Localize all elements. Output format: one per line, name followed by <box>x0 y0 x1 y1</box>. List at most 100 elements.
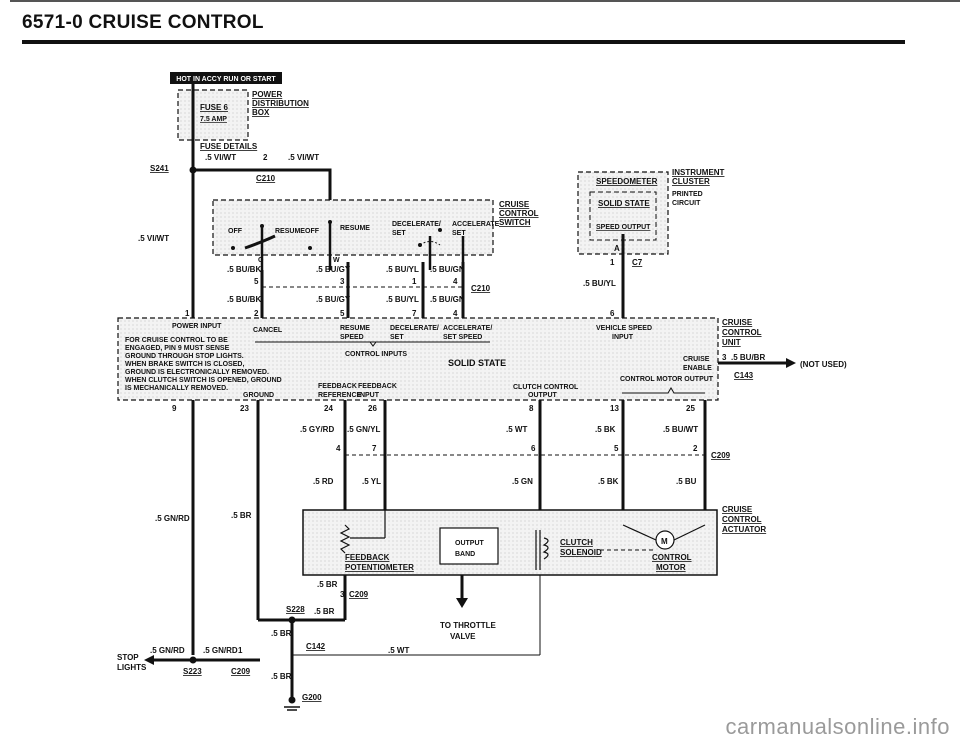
ccu-accel-set-2: SET SPEED <box>443 334 482 341</box>
wire-bu-wt-label: .5 BU/WT <box>663 425 698 434</box>
s228-label: S228 <box>286 605 305 614</box>
c209-label-mid: C209 <box>711 451 731 460</box>
stop-label-2: LIGHTS <box>117 663 147 672</box>
not-used-label: (NOT USED) <box>800 360 847 369</box>
solid-state-label: SOLID STATE <box>598 199 650 208</box>
c209-pin-6: 6 <box>531 444 536 453</box>
ccu-cancel: CANCEL <box>253 327 283 334</box>
instrument-label-2: CLUSTER <box>672 177 710 186</box>
top-border-line <box>10 0 960 2</box>
ccu-vehicle-speed-2: INPUT <box>612 334 634 341</box>
c209-label-low: C209 <box>349 590 369 599</box>
wire-to-switch <box>193 168 332 200</box>
speed-output-label: SPEED OUTPUT <box>596 224 651 231</box>
ccu-pin-9: 9 <box>172 404 177 413</box>
wire-vi-wt-2: .5 VI/WT <box>288 153 319 162</box>
wire-gy-rd-label: .5 GY/RD <box>300 425 334 434</box>
c210-label-mid: C210 <box>471 284 491 293</box>
ccu-control-inputs: CONTROL INPUTS <box>345 351 407 358</box>
clutch-label: CLUTCH <box>560 538 593 547</box>
cruise-actuator-box <box>302 509 718 576</box>
wire-bu-yl-2: .5 BU/YL <box>386 295 419 304</box>
wire-vi-wt-1: .5 VI/WT <box>205 153 236 162</box>
control-motor-label-2: MOTOR <box>656 563 686 572</box>
ccu-pin-26: 26 <box>368 404 377 413</box>
wire-gn-rd-label-2: .5 GN/RD <box>150 646 185 655</box>
switch-off-1: OFF <box>228 228 243 235</box>
wire-wt-label: .5 WT <box>506 425 527 434</box>
ccu-pin-2: 2 <box>254 309 259 318</box>
ccu-label-2: CONTROL <box>722 328 762 337</box>
switch-resume-1: RESUME <box>275 228 305 235</box>
wire-wt-label-2: .5 WT <box>388 646 409 655</box>
ccu-vehicle-speed-1: VEHICLE SPEED <box>596 325 652 332</box>
instrument-label-1: INSTRUMENT <box>672 168 725 177</box>
ccu-clutch-1: CLUTCH CONTROL <box>513 384 579 391</box>
wire-bu-gy-2: .5 BU/GY <box>316 295 351 304</box>
ccu-label-3: UNIT <box>722 338 741 347</box>
wire-br-label-3: .5 BR <box>314 607 335 616</box>
wire-gn-rd-label-1: .5 GN/RD <box>155 514 190 523</box>
ccu-note-5: GROUND IS ELECTRONICALLY REMOVED. <box>125 369 269 376</box>
s241-label: S241 <box>150 164 169 173</box>
switch-decel: DECELERATE/ <box>392 221 441 228</box>
wire-bk-label-2: .5 BK <box>598 477 619 486</box>
instrument-pin-a: A <box>614 244 620 253</box>
c209-label-stop: C209 <box>231 667 251 676</box>
c7-pin-1: 1 <box>610 258 615 267</box>
fuse-box <box>177 89 249 141</box>
switch-contact-off2 <box>308 246 312 250</box>
ccu-note-4: WHEN BRAKE SWITCH IS CLOSED, <box>125 361 244 368</box>
ccu-note-6: WHEN CLUTCH SWITCH IS OPENED, GROUND <box>125 377 282 384</box>
c210-pin-5: 5 <box>254 277 259 286</box>
wire-vi-wt-3: .5 VI/WT <box>138 234 169 243</box>
pdb-label-1: POWER <box>252 90 282 99</box>
wire-bu-br-label: .5 BU/BR <box>731 353 765 362</box>
motor-output-bracket <box>622 387 705 394</box>
fuse-details: FUSE DETAILS <box>200 142 258 151</box>
switch-set-2: SET <box>452 230 466 237</box>
wire-bu-label: .5 BU <box>676 477 697 486</box>
throttle-arrow <box>456 598 468 608</box>
switch-lever-2 <box>419 241 441 246</box>
wire-br-label-4: .5 BR <box>271 629 292 638</box>
wire-gn-label: .5 GN <box>512 477 533 486</box>
cruise-switch-box <box>212 199 494 256</box>
wire-rd-label: .5 RD <box>313 477 334 486</box>
ccu-resume-speed-2: SPEED <box>340 334 364 341</box>
stop-lights-arrow <box>144 655 154 665</box>
ccu-pin-25: 25 <box>686 404 695 413</box>
hot-banner <box>170 72 282 84</box>
c210-pin-4: 4 <box>453 277 458 286</box>
actuator-label-2: CONTROL <box>722 515 762 524</box>
pdb-label-2: DISTRIBUTION <box>252 99 309 108</box>
wire-bu-gn-1: .5 BU/GN <box>430 265 465 274</box>
wire-br-label-2: .5 BR <box>317 580 338 589</box>
c209-pin-2: 2 <box>693 444 698 453</box>
motor-lead-2 <box>673 524 706 541</box>
printed-circuit-2: CIRCUIT <box>672 200 701 207</box>
ccu-note-3: GROUND THROUGH STOP LIGHTS. <box>125 353 244 360</box>
switch-contact-off1 <box>231 246 235 250</box>
switch-lever-1 <box>244 234 276 250</box>
ccu-pin-23: 23 <box>240 404 249 413</box>
c209-pin-3-low: 3 <box>340 590 345 599</box>
ground-point <box>288 696 296 704</box>
control-motor-label-1: CONTROL <box>652 553 692 562</box>
c210-pin-1: 1 <box>412 277 417 286</box>
switch-w: W <box>333 257 340 264</box>
c210-pin-2: 2 <box>263 153 268 162</box>
ccu-pin-13: 13 <box>610 404 619 413</box>
g200-label: G200 <box>302 693 322 702</box>
printed-circuit-1: PRINTED <box>672 191 703 198</box>
c209-pin-1-stop: 1 <box>238 646 243 655</box>
control-inputs-bracket <box>255 341 490 347</box>
ccu-solid-state: SOLID STATE <box>448 358 506 368</box>
motor-lead-1 <box>622 524 657 541</box>
wire-yl-label: .5 YL <box>362 477 381 486</box>
ccu-pin-24: 24 <box>324 404 333 413</box>
ccu-power-input: POWER INPUT <box>172 323 222 330</box>
c210-label-top: C210 <box>256 174 276 183</box>
feedback-pot-resistor <box>339 524 351 554</box>
